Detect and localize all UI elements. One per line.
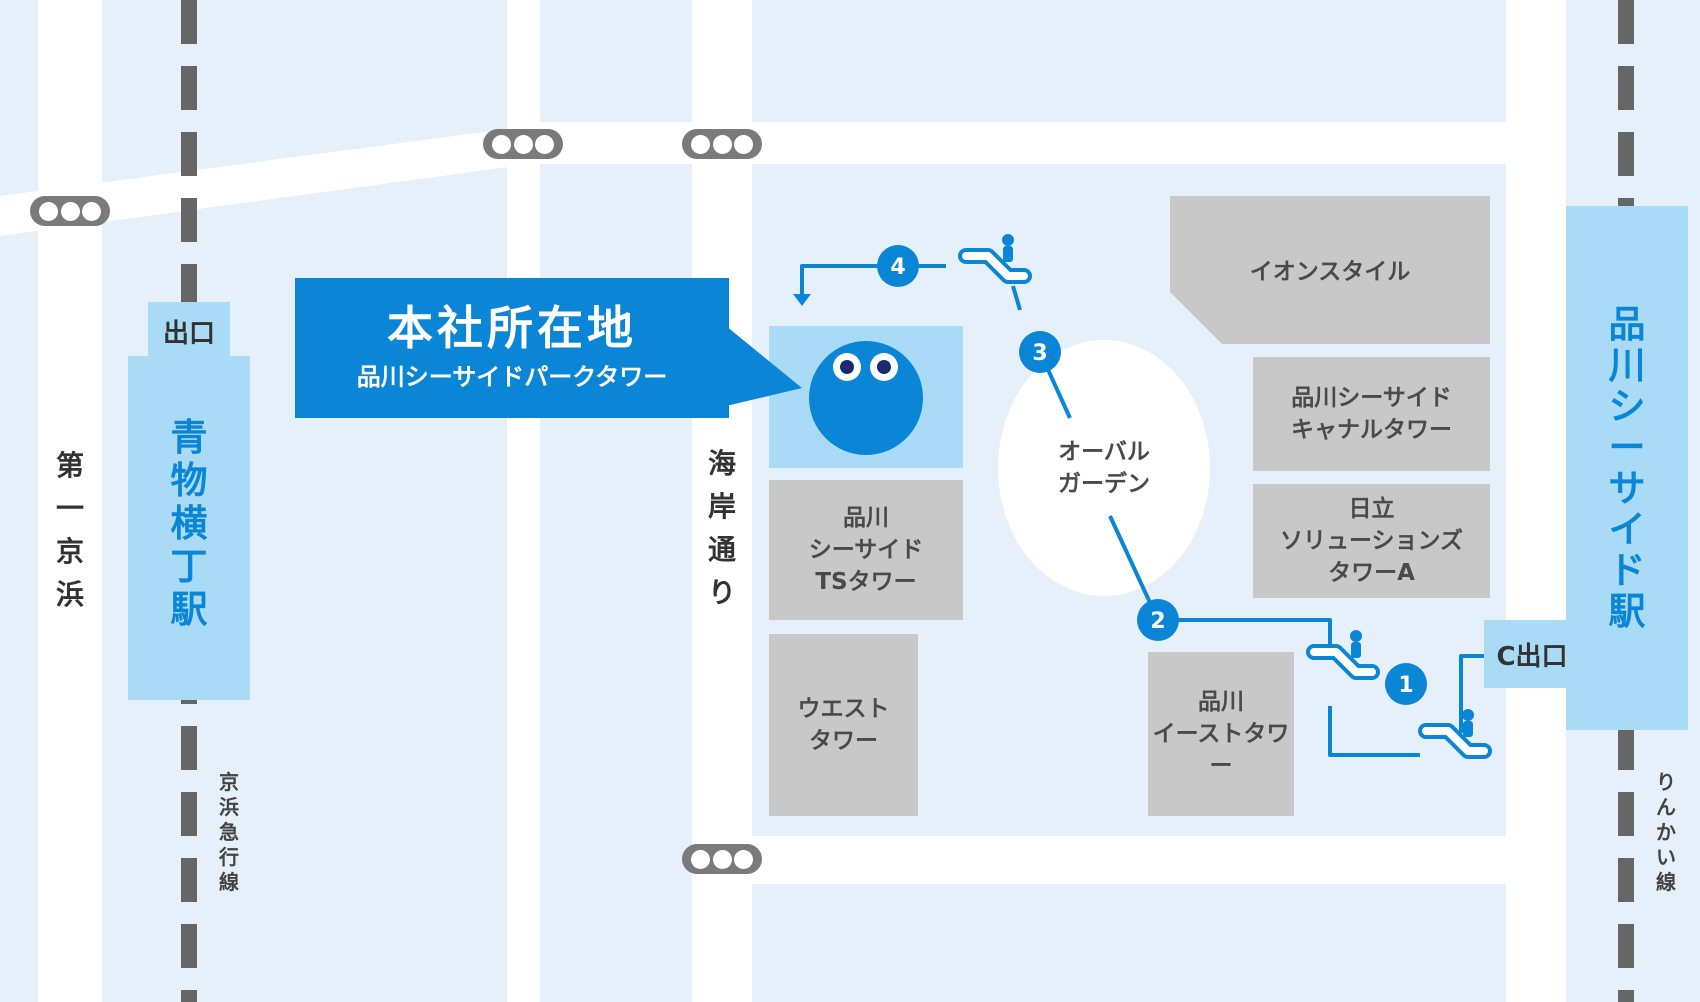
hq-callout-subtitle: 品川シーサイドパークタワー: [356, 363, 668, 391]
escalator-icon: [1306, 630, 1380, 680]
traffic-signal-icon: [483, 129, 563, 159]
aomono-exit-label: 出口: [162, 318, 215, 349]
building-canal-tower: 品川シーサイド キャナルタワー: [1253, 357, 1490, 471]
svg-text:4: 4: [890, 255, 905, 280]
escalator-icon: [958, 234, 1032, 284]
hq-callout-title: 本社所在地: [387, 301, 637, 355]
street-label-daiichi-keihin: 第一京浜: [55, 449, 84, 611]
building-hitachi-tower: 日立 ソリューションズ タワーA: [1253, 484, 1490, 598]
svg-text:2: 2: [1150, 609, 1165, 634]
railway-label-rinkai: りんかい線: [1656, 770, 1676, 894]
svg-text:1: 1: [1398, 673, 1413, 698]
traffic-signal-icon: [682, 129, 762, 159]
building-west-tower: ウエスト タワー: [769, 634, 918, 816]
building-east-tower: 品川 イーストタワー: [1148, 652, 1294, 816]
route-step-4: 4: [877, 245, 919, 287]
building-aeon-label: イオンスタイル: [1249, 259, 1411, 285]
road: [38, 0, 102, 1002]
road: [692, 0, 752, 1002]
city-block: [752, 0, 1506, 122]
building-ts-tower: 品川 シーサイド TSタワー: [769, 480, 963, 620]
road: [700, 836, 1520, 884]
traffic-signal-icon: [682, 844, 762, 874]
street-label-kaigan-dori: 海岸通り: [707, 447, 736, 609]
traffic-signal-icon: [30, 196, 110, 226]
aomono-station-name: 青物横丁駅: [170, 416, 208, 631]
escalator-icon: [1418, 709, 1492, 759]
road: [1506, 0, 1566, 1002]
mascot-face-icon: [809, 341, 923, 455]
seaside-exit-c: C出口: [1484, 620, 1580, 688]
road: [507, 0, 540, 1002]
oval-garden: オーバル ガーデン: [998, 340, 1210, 596]
seaside-station: 品川シーサイド駅: [1566, 206, 1688, 730]
city-block: [0, 0, 38, 1002]
aomono-exit: 出口: [148, 302, 230, 360]
oval-garden-label: オーバル ガーデン: [1058, 439, 1150, 497]
seaside-station-name: 品川シーサイド駅: [1608, 303, 1646, 633]
city-block: [752, 884, 1506, 1002]
route-step-1: 1: [1385, 663, 1427, 705]
route-step-2: 2: [1137, 599, 1179, 641]
seaside-exit-label: C出口: [1496, 641, 1568, 672]
railway-label-keikyu: 京浜急行線: [219, 770, 239, 894]
aomono-station: 青物横丁駅: [128, 356, 250, 700]
svg-text:3: 3: [1032, 341, 1047, 366]
hq-callout: 本社所在地 品川シーサイドパークタワー: [295, 278, 729, 418]
city-block: [540, 0, 692, 1002]
route-step-3: 3: [1019, 331, 1061, 373]
